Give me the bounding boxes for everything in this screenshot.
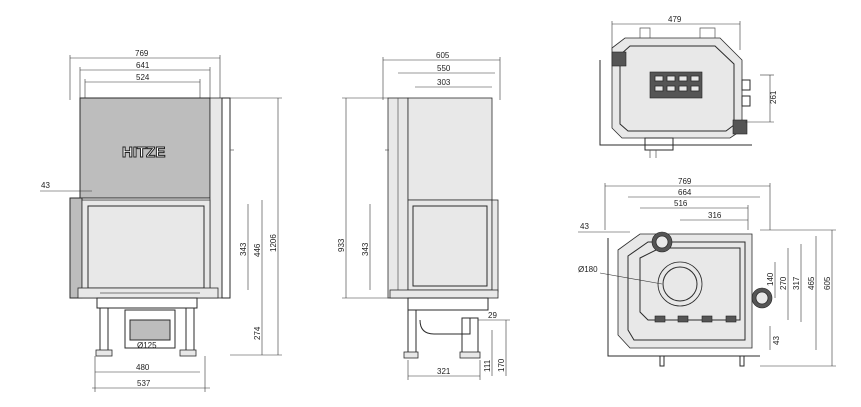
dim-top-261: 261 xyxy=(769,90,778,104)
dim-top-479: 479 xyxy=(668,15,682,24)
dim-front-641: 641 xyxy=(136,61,150,70)
dim-plan-317: 317 xyxy=(792,276,801,290)
dim-plan-316: 316 xyxy=(708,211,722,220)
flue-outlet xyxy=(657,261,703,307)
top-view: 479 261 xyxy=(599,15,778,158)
side-view: 605 550 303 933 343 29 111 170 xyxy=(337,51,510,380)
dim-front-343: 343 xyxy=(239,242,248,256)
brand-logo: HITZE xyxy=(122,144,165,161)
dim-front-274: 274 xyxy=(253,326,262,340)
side-glass xyxy=(407,199,493,291)
dim-side-111: 111 xyxy=(483,359,492,372)
dim-plan-diameter: Ø180 xyxy=(578,265,598,274)
dim-front-1206: 1206 xyxy=(269,234,278,252)
front-side-panel xyxy=(209,97,223,299)
dim-plan-769: 769 xyxy=(678,177,692,186)
dim-front-537: 537 xyxy=(137,379,151,388)
dim-side-321: 321 xyxy=(437,367,451,376)
dim-front-480: 480 xyxy=(136,363,150,372)
dim-side-170: 170 xyxy=(497,358,506,372)
plan-view: 769 664 516 316 43 Ø180 140 270 xyxy=(578,177,836,367)
dim-plan-270: 270 xyxy=(779,276,788,290)
dim-plan-140: 140 xyxy=(766,272,775,286)
front-glass xyxy=(81,199,211,299)
dim-front-43: 43 xyxy=(41,181,50,190)
dim-plan-465: 465 xyxy=(807,276,816,290)
dim-plan-664: 664 xyxy=(678,188,692,197)
dim-plan-43-left: 43 xyxy=(580,222,589,231)
dim-front-524: 524 xyxy=(136,73,150,82)
dim-plan-605: 605 xyxy=(823,276,832,290)
dim-side-933: 933 xyxy=(337,238,346,252)
dim-plan-43-bottom: 43 xyxy=(772,336,781,345)
dim-plan-516: 516 xyxy=(674,199,688,208)
dim-front-769: 769 xyxy=(135,49,149,58)
dim-side-605: 605 xyxy=(436,51,450,60)
front-view: 769 641 524 HITZE Ø125 43 343 xyxy=(40,49,282,392)
dim-side-343: 343 xyxy=(361,242,370,256)
dim-side-303: 303 xyxy=(437,78,451,87)
dim-side-29: 29 xyxy=(488,311,497,320)
dim-front-flue: Ø125 xyxy=(137,341,157,350)
dim-front-446: 446 xyxy=(253,243,262,257)
dim-side-550: 550 xyxy=(437,64,451,73)
